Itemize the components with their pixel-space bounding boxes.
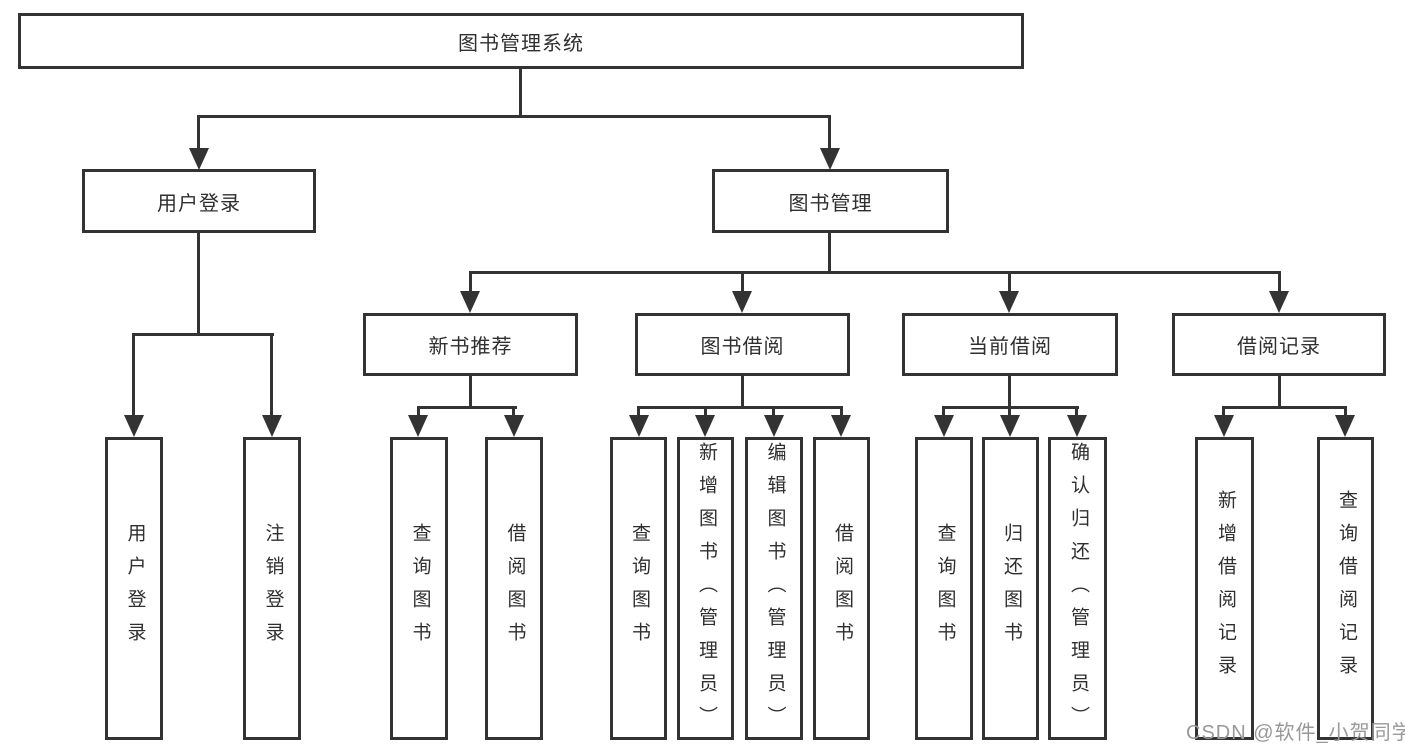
leaf-label: 借阅图书 (504, 522, 526, 655)
connector-line (519, 69, 522, 117)
arrow-down-icon (999, 291, 1019, 313)
connector-line (772, 406, 775, 417)
connector-line (1222, 406, 1225, 417)
arrow-down-icon (504, 415, 524, 437)
arrow-down-icon (262, 415, 282, 437)
arrow-down-icon (1067, 415, 1087, 437)
arrow-down-icon (408, 415, 428, 437)
connector-line (1008, 406, 1011, 417)
arrow-down-icon (695, 415, 715, 437)
connector-line (132, 333, 274, 336)
node-root: 图书管理系统 (18, 13, 1024, 69)
leaf-label: 新增借阅记录 (1214, 489, 1236, 688)
connector-line (942, 406, 945, 417)
node-leaf-edit-book-admin: 编辑图书（管理员） (745, 437, 803, 740)
arrow-down-icon (629, 415, 649, 437)
watermark: CSDN @软件_小贺同学 (1186, 722, 1405, 744)
connector-line (469, 271, 472, 293)
connector-line (1222, 406, 1347, 409)
leaf-label: 归还图书 (1000, 522, 1022, 655)
node-leaf-user-login: 用户登录 (105, 437, 163, 740)
node-leaf-confirm-return-admin: 确认归还（管理员） (1048, 437, 1107, 740)
node-leaf-borrow-books-borrowing: 借阅图书 (813, 437, 870, 740)
node-leaf-query-books-current: 查询图书 (915, 437, 973, 740)
node-leaf-query-borrow-record: 查询借阅记录 (1317, 437, 1374, 740)
node-leaf-logout: 注销登录 (243, 437, 301, 740)
connector-line (1278, 271, 1281, 293)
connector-line (1075, 406, 1078, 417)
connector-line (840, 406, 843, 417)
node-leaf-add-book-admin: 新增图书（管理员） (677, 437, 734, 740)
arrow-down-icon (124, 415, 144, 437)
connector-line (417, 406, 420, 417)
leaf-label: 注销登录 (262, 522, 284, 655)
node-book-management: 图书管理 (712, 169, 949, 233)
connector-line (828, 233, 831, 273)
connector-line (197, 233, 200, 335)
arrow-down-icon (189, 148, 209, 170)
connector-line (704, 406, 707, 417)
arrow-down-icon (1000, 415, 1020, 437)
arrow-down-icon (820, 148, 840, 170)
connector-line (270, 333, 273, 415)
node-new-book-recommend: 新书推荐 (363, 313, 578, 376)
leaf-label: 借阅图书 (831, 522, 853, 655)
arrow-down-icon (764, 415, 784, 437)
node-leaf-add-borrow-record: 新增借阅记录 (1195, 437, 1254, 740)
leaf-label: 用户登录 (124, 522, 146, 655)
connector-line (741, 271, 744, 293)
leaf-label: 查询借阅记录 (1335, 489, 1357, 688)
node-borrowing-records: 借阅记录 (1172, 313, 1386, 376)
arrow-down-icon (1335, 415, 1355, 437)
node-leaf-query-books-borrowing: 查询图书 (610, 437, 667, 740)
connector-line (741, 376, 744, 408)
connector-line (1344, 406, 1347, 417)
connector-line (197, 115, 200, 152)
arrow-down-icon (934, 415, 954, 437)
connector-line (197, 115, 831, 118)
node-leaf-query-books-recommend: 查询图书 (390, 437, 448, 740)
node-current-borrowing: 当前借阅 (902, 313, 1118, 376)
connector-line (469, 376, 472, 408)
connector-line (469, 271, 1281, 274)
connector-line (637, 406, 640, 417)
arrow-down-icon (460, 291, 480, 313)
leaf-label: 确认归还（管理员） (1067, 442, 1089, 739)
leaf-label: 查询图书 (934, 522, 956, 655)
leaf-label: 查询图书 (628, 522, 650, 655)
connector-line (132, 333, 135, 415)
node-user-login: 用户登录 (82, 169, 316, 233)
leaf-label: 新增图书（管理员） (695, 442, 717, 739)
arrow-down-icon (1269, 291, 1289, 313)
connector-line (828, 115, 831, 152)
leaf-label: 查询图书 (409, 522, 431, 655)
node-book-borrowing: 图书借阅 (635, 313, 850, 376)
connector-line (1008, 271, 1011, 293)
connector-line (1008, 376, 1011, 408)
leaf-label: 编辑图书（管理员） (764, 442, 786, 739)
arrow-down-icon (732, 291, 752, 313)
connector-line (417, 406, 517, 409)
node-leaf-borrow-books-recommend: 借阅图书 (485, 437, 543, 740)
arrow-down-icon (831, 415, 851, 437)
node-leaf-return-book: 归还图书 (982, 437, 1039, 740)
arrow-down-icon (1214, 415, 1234, 437)
connector-line (637, 406, 843, 409)
connector-line (512, 406, 515, 417)
connector-line (1278, 376, 1281, 408)
